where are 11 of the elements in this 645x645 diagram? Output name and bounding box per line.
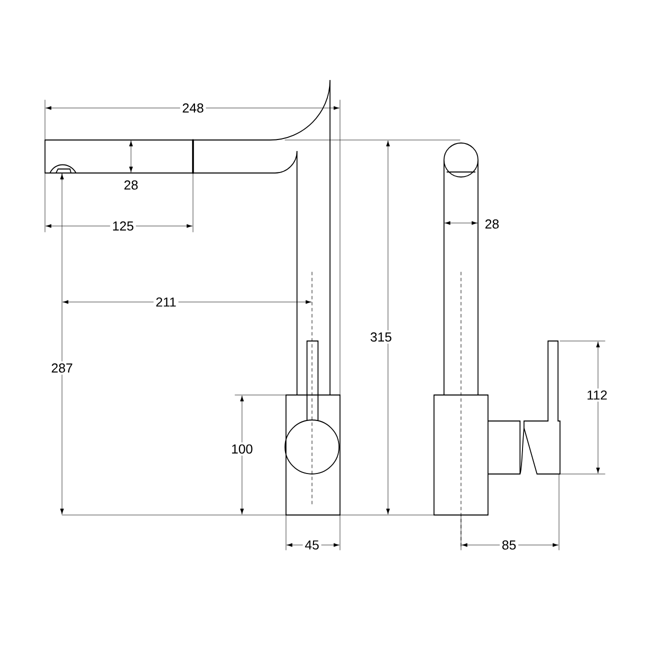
dimension-label: 287 (49, 361, 75, 375)
dimension-label: 125 (110, 219, 136, 233)
dimension-label: 85 (500, 538, 518, 552)
dimension-label: 315 (368, 330, 394, 344)
dimension-label: 45 (302, 538, 322, 552)
dimension-label: 112 (584, 388, 610, 402)
dimension-label: 28 (482, 217, 502, 231)
dimension-label: 28 (122, 178, 140, 192)
dimension-label: 100 (229, 442, 255, 456)
dimension-label: 248 (180, 101, 206, 115)
dimension-label: 211 (154, 295, 178, 309)
